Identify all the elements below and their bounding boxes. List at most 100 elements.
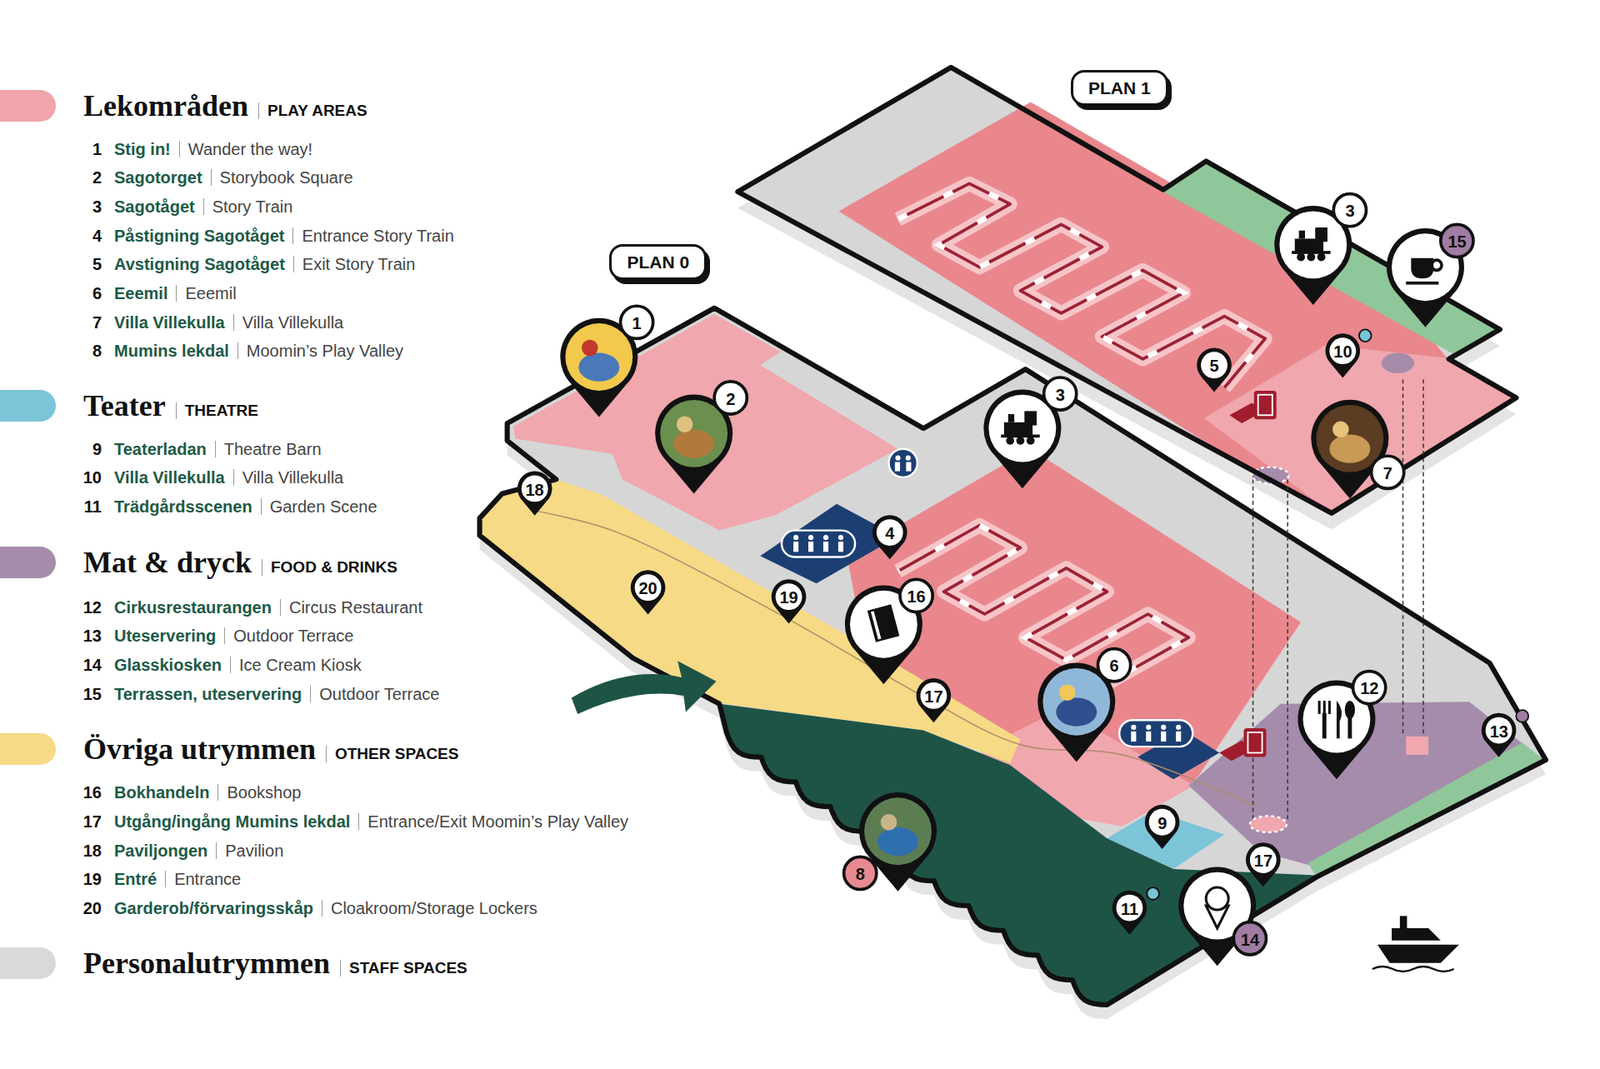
- legend-item-row: 1Stig in!Wander the way!: [76, 138, 313, 160]
- legend-heading-row: Mat & dryckFOOD & DRINKS: [83, 540, 398, 585]
- toilet-icon: [823, 541, 829, 552]
- callout-number: 13: [1490, 723, 1509, 740]
- legend-item-row: 20Garderob/förvaringsskåpCloakroom/Stora…: [76, 897, 538, 920]
- train: [1016, 436, 1025, 445]
- callout-number: 17: [1254, 852, 1273, 870]
- callout-number: 19: [779, 589, 798, 606]
- pin-badge: [876, 519, 904, 546]
- item-translation: Storybook Square: [210, 169, 354, 186]
- plan-title: PLAN 0: [626, 252, 690, 272]
- photo-icon: [864, 797, 932, 865]
- pin-badge: [1353, 671, 1386, 705]
- callout-number: 11: [1120, 900, 1139, 918]
- item-number: 12: [76, 596, 102, 619]
- lift-shaft-line: [1422, 379, 1424, 736]
- toilet-icon: [808, 541, 814, 552]
- lift-shaft-line: [1286, 479, 1288, 821]
- train: [1024, 410, 1037, 425]
- toilet-icon: [1130, 731, 1136, 742]
- legend-item-row: 11TrädgårdsscenenGarden Scene: [76, 495, 378, 518]
- legend-heading-row: Övriga utrymmen OTHER SPACES: [83, 727, 459, 771]
- legend-item-row: 18PaviljongenPavilion: [76, 840, 284, 862]
- legend-item-row: 13UteserveringOutdoor Terrace: [76, 625, 354, 647]
- legend-swatch: [0, 546, 56, 579]
- train: [1306, 253, 1315, 262]
- elevator-icon: [1244, 728, 1267, 757]
- photo: [1332, 421, 1350, 439]
- pin-badge: [1097, 649, 1130, 682]
- callout-number: 17: [924, 688, 943, 705]
- pin-badge: [1371, 455, 1405, 489]
- callout-number: 10: [1333, 343, 1352, 360]
- photo-icon: [660, 400, 728, 468]
- item-name: Bokhandeln: [114, 781, 210, 804]
- item-name: Glasskiosken: [114, 654, 222, 676]
- photo: [565, 323, 633, 391]
- item-translation: Entrance/Exit Moomin’s Play Valley: [358, 813, 629, 830]
- legend-item-row: 10Villa VillekullaVilla Villekulla: [76, 466, 344, 489]
- item-number: 17: [76, 810, 102, 833]
- callout-number: 1: [632, 315, 642, 332]
- map-pin: [1325, 333, 1360, 378]
- legend-item-row: 8Mumins lekdalMoomin’s Play Valley: [76, 340, 404, 362]
- toilet-icon: [823, 535, 829, 540]
- legend-heading-row: TeaterTHEATRE: [83, 384, 259, 428]
- item-name: Cirkusrestaurangen: [114, 596, 272, 619]
- train: [1296, 253, 1305, 262]
- item-number: 8: [76, 340, 102, 362]
- toilet-icon: [1145, 731, 1151, 742]
- toilet-icon: [838, 535, 844, 540]
- item-translation: Moomin’s Play Valley: [237, 342, 404, 360]
- toilet-icon: [895, 462, 900, 472]
- item-name: Terrassen, uteservering: [114, 683, 302, 705]
- legend-item-row: 2SagotorgetStorybook Square: [76, 166, 354, 189]
- pin-badge: [1116, 895, 1144, 922]
- play-area: [839, 101, 1517, 513]
- pin-badge: [1329, 337, 1356, 365]
- elevator-icon: [1254, 390, 1277, 420]
- item-number: 9: [76, 438, 102, 460]
- callout-number: 15: [1447, 233, 1466, 250]
- legend-item-row: 5Avstigning SagotågetExit Story Train: [76, 253, 415, 275]
- photo: [1042, 668, 1110, 736]
- item-number: 10: [76, 466, 102, 489]
- item-name: Paviljongen: [114, 840, 208, 862]
- callout-number: 14: [1240, 931, 1260, 949]
- lift-shaft-line: [1402, 379, 1404, 736]
- legend-subheading: OTHER SPACES: [325, 745, 460, 763]
- legend-swatch: [0, 733, 56, 765]
- track-marks: [898, 183, 1266, 388]
- item-name: Avstigning Sagotåget: [114, 253, 285, 275]
- photo-icon: [565, 323, 633, 391]
- walkway-line: [530, 510, 1255, 806]
- item-translation: Garden Scene: [260, 498, 378, 515]
- item-translation: Exit Story Train: [293, 255, 416, 273]
- item-translation: Outdoor Terrace: [310, 685, 440, 703]
- legend-heading: Övriga utrymmen: [83, 727, 316, 771]
- ice-cream: [1205, 887, 1229, 910]
- stair: [1250, 815, 1287, 833]
- item-number: 6: [76, 282, 102, 305]
- pin-badge: [620, 305, 654, 339]
- photo: [1059, 684, 1076, 701]
- toilet-icon: [793, 541, 799, 552]
- callout-number: 7: [1383, 465, 1393, 482]
- legend-item-row: 6EeemilEeemil: [76, 282, 237, 305]
- book: [867, 604, 900, 642]
- callout-number: 4: [885, 525, 895, 542]
- badge-dot: [1515, 710, 1529, 723]
- callout-number: 9: [1157, 815, 1167, 832]
- pin-badge: [1044, 377, 1077, 410]
- item-translation: Outdoor Terrace: [224, 627, 354, 645]
- callout-number: 6: [1110, 657, 1120, 675]
- elevator-icon: [1247, 732, 1262, 753]
- badge-dot: [1146, 887, 1160, 900]
- photo-icon: [1042, 668, 1110, 736]
- callout-number: 8: [855, 865, 865, 883]
- item-number: 11: [76, 495, 102, 518]
- photo: [880, 814, 898, 831]
- train-track: [898, 183, 1266, 388]
- pin-badge: [635, 574, 662, 601]
- legend-item-row: 17Utgång/ingång Mumins lekdalEntrance/Ex…: [76, 810, 629, 833]
